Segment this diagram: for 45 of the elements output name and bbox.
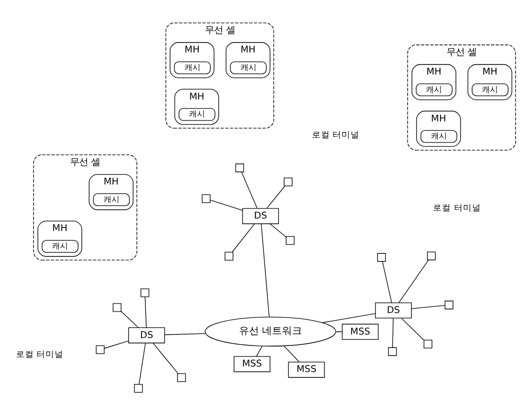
node-box: [134, 384, 142, 392]
connector: [382, 260, 392, 303]
connector: [120, 310, 138, 328]
node-box: DS: [128, 326, 164, 343]
label: 로컬 터미널: [15, 349, 64, 360]
node-box: [376, 252, 386, 262]
node-box: [224, 251, 233, 260]
connector: [209, 199, 242, 210]
connector: [398, 259, 428, 303]
connector: [256, 345, 262, 356]
node-box: MSS: [288, 361, 324, 378]
connector: [232, 222, 254, 252]
node-box: [285, 236, 294, 244]
node-box: [201, 194, 210, 203]
node-box: MSS: [233, 356, 270, 372]
node-box: [95, 344, 104, 354]
node-box: [444, 300, 453, 309]
node-box: [283, 177, 292, 186]
node-box: [112, 302, 121, 312]
connector: [240, 171, 258, 208]
connector: [266, 185, 285, 208]
node-box: DS: [242, 208, 278, 224]
connector: [138, 342, 146, 384]
node-box: [388, 346, 396, 356]
node-box: [176, 372, 186, 382]
connector: [283, 345, 299, 362]
connector: [104, 340, 128, 348]
label: 로컬 터미널: [432, 202, 480, 213]
node-box: [140, 288, 149, 297]
node-box: [426, 251, 436, 260]
node-box: [234, 163, 244, 172]
connector: [152, 342, 178, 374]
connector: [269, 223, 286, 237]
connector: [164, 332, 206, 335]
connector: [144, 296, 146, 328]
node-ellipse: 유선 네트워크: [204, 316, 336, 346]
node-box: DS: [374, 302, 412, 318]
connector: [410, 304, 445, 309]
connector: [260, 223, 270, 317]
label: 로컬 터미널: [311, 130, 360, 140]
node-box: MSS: [341, 323, 378, 340]
node-box: [423, 339, 432, 348]
connector: [392, 317, 394, 348]
connector: [322, 312, 376, 322]
connector: [400, 317, 424, 340]
